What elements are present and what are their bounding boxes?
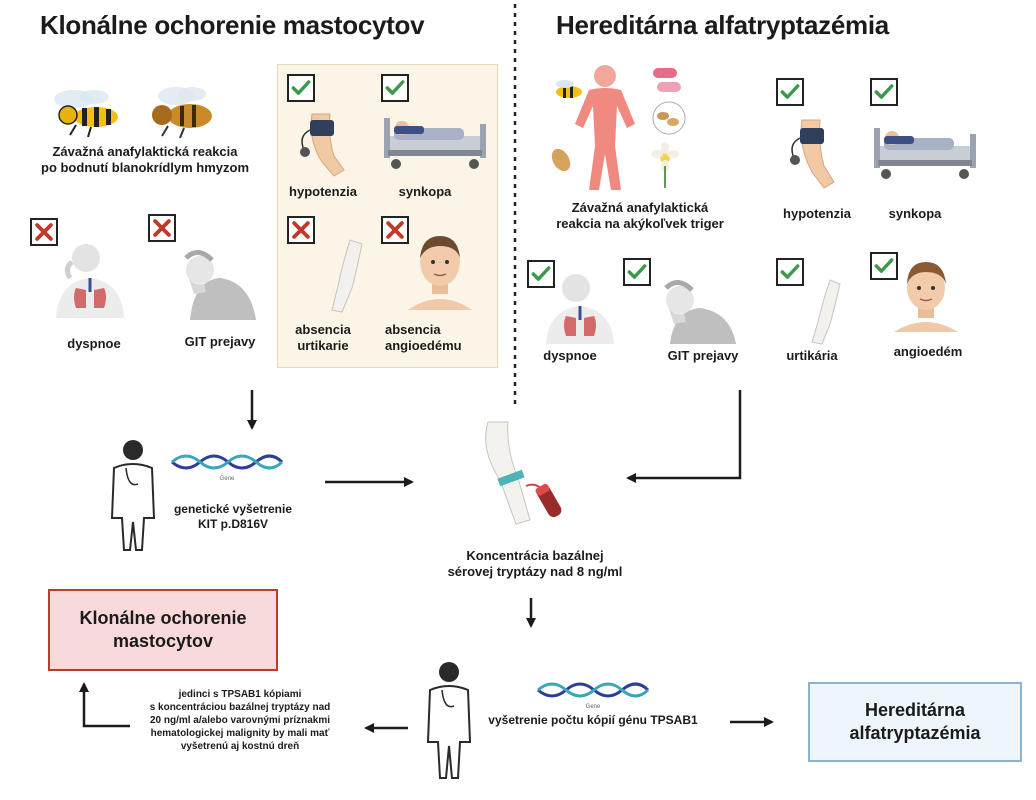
hospital-bed-icon [384, 118, 486, 169]
right-angioedem-label: angioedém [893, 344, 963, 359]
gene-test-label: genetické vyšetrenie KIT p.D816V [158, 502, 308, 532]
hypotenzia-check-icon [287, 74, 315, 102]
right-git-check-icon [623, 258, 651, 286]
dyspnoe-cross-icon [30, 218, 58, 246]
arrow-right-to-tryptase [626, 390, 742, 483]
dna-gene-tag: Gene [220, 476, 235, 482]
tryptase-label: Koncentrácia bazálnej sérovej tryptázy n… [400, 548, 670, 580]
left-angioedem-line1: absencia [385, 322, 441, 337]
blood-pressure-arm-icon [300, 113, 345, 177]
left-trigger-line1: Závažná anafylaktická reakcia [52, 144, 238, 159]
copy-test-label: vyšetrenie počtu kópií génu TPSAB1 [488, 713, 698, 727]
nausea-figure-icon [184, 250, 256, 320]
body-triggers-icon [551, 65, 686, 190]
bee-icon [152, 87, 212, 139]
right-dyspnoe-label: dyspnoe [543, 348, 597, 363]
tryptase-line2: sérovej tryptázy nad 8 ng/ml [447, 564, 623, 579]
right-git-label: GIT prejavy [667, 348, 739, 363]
left-git-label: GIT prejavy [184, 334, 256, 349]
synkopa-check-icon [381, 74, 409, 102]
note-line4: hematologickej malignity by mali mať [150, 728, 330, 739]
right-title: Hereditárna alfatryptazémia [556, 10, 889, 40]
right-synkopa-label: synkopa [888, 206, 942, 221]
left-angioedem-line2: angioedému [385, 338, 462, 353]
right-hypotenzia-label: hypotenzia [783, 206, 851, 221]
bone-marrow-note: jedinci s TPSAB1 kópiami s koncentráciou… [130, 688, 350, 753]
blood-draw-arm-icon [485, 421, 562, 525]
right-synkopa-check-icon [870, 78, 898, 106]
left-dyspnoe-label: dyspnoe [67, 336, 121, 351]
doctor-lower-icon [426, 662, 472, 779]
left-urtikaria-line1: absencia [295, 322, 351, 337]
doctor-icon [110, 440, 156, 551]
right-lungs-figure-icon [546, 274, 614, 344]
hat-result-line2: alfatryptazémia [849, 723, 981, 743]
right-trigger-line2: reakcia na akýkoľvek triger [556, 216, 724, 231]
right-angioedem-check-icon [870, 252, 898, 280]
note-line5: vyšetrenú aj kostnú dreň [180, 741, 300, 752]
lungs-figure-icon [56, 244, 124, 318]
right-hypotenzia-check-icon [776, 78, 804, 106]
clonal-result-line2: mastocytov [112, 631, 214, 651]
left-urtikaria-line2: urtikarie [297, 338, 349, 353]
right-face-icon [894, 262, 958, 332]
left-hypotenzia-label: hypotenzia [289, 184, 357, 199]
right-arm-icon [811, 279, 841, 345]
divider-line [513, 4, 517, 405]
right-trigger-line1: Závažná anafylaktická [571, 200, 709, 215]
right-blood-pressure-arm-icon [790, 119, 835, 189]
arm-icon [331, 239, 363, 313]
wasp-icon [54, 90, 118, 138]
clonal-result-box: Klonálne ochorenie mastocytov [48, 589, 278, 671]
left-urtikaria-label: absencia urtikarie [283, 322, 363, 354]
note-line2: s koncentráciou bazálnej tryptázy nad [149, 702, 331, 713]
arrow-note-to-clonal [79, 682, 130, 728]
tryptase-line1: Koncentrácia bazálnej [466, 548, 604, 563]
dna-lower-icon: Gene [537, 682, 650, 710]
left-trigger-line2: po bodnutí blanokrídlym hmyzom [41, 160, 249, 175]
clonal-result-line1: Klonálne ochorenie [79, 608, 247, 628]
urtikaria-cross-icon [287, 216, 315, 244]
right-trigger-label: Závažná anafylaktická reakcia na akýkoľv… [525, 200, 755, 232]
git-cross-icon [148, 214, 176, 242]
left-title: Klonálne ochorenie mastocytov [40, 10, 425, 40]
hat-result-box: Hereditárna alfatryptazémia [808, 682, 1022, 762]
note-line1: jedinci s TPSAB1 kópiami [178, 689, 302, 700]
right-nausea-figure-icon [664, 280, 736, 344]
left-angioedem-label: absencia angioedému [385, 322, 495, 354]
right-hospital-bed-icon [874, 128, 976, 179]
gene-test-line1: genetické vyšetrenie [173, 502, 293, 516]
gene-test-line2: KIT p.D816V [197, 517, 269, 531]
right-dyspnoe-check-icon [527, 260, 555, 288]
dna-icon: Gene [171, 454, 284, 482]
angioedem-cross-icon [381, 216, 409, 244]
note-line3: 20 ng/ml a/alebo varovnými príznakmi [149, 715, 331, 726]
left-synkopa-label: synkopa [398, 184, 452, 199]
dna-lower-gene-tag: Gene [586, 704, 601, 710]
face-icon [408, 236, 472, 310]
left-trigger-label: Závažná anafylaktická reakcia po bodnutí… [20, 144, 270, 176]
hat-result-line1: Hereditárna [864, 700, 966, 720]
right-urtikaria-check-icon [776, 258, 804, 286]
right-urtikaria-label: urtikária [786, 348, 838, 363]
